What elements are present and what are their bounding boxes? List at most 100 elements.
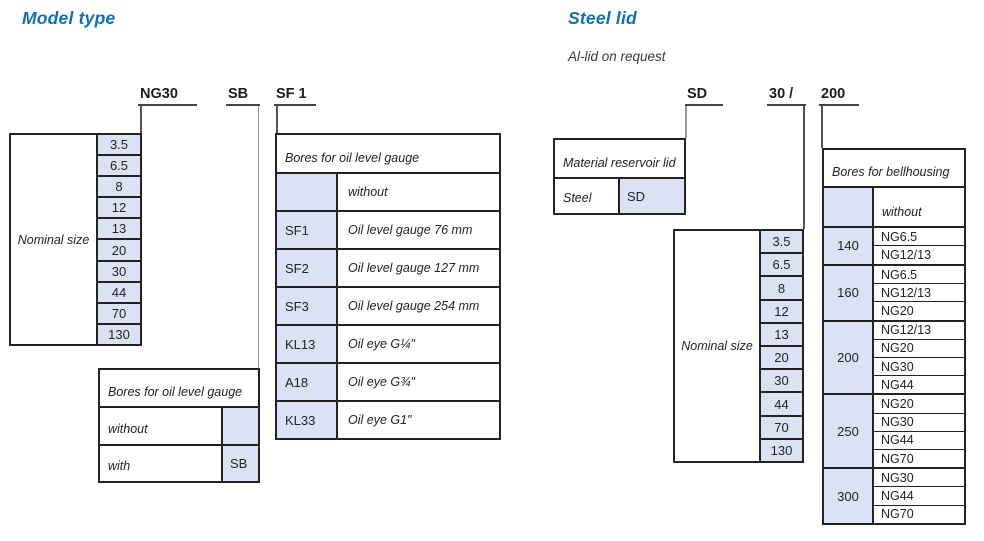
row-code: KL13 (277, 326, 338, 362)
table-row: Steel SD (555, 177, 684, 213)
table-row: KL33 Oil eye G1" (277, 400, 499, 438)
oil-gauge-bores-table: Bores for oil level gauge without with S… (98, 368, 260, 483)
code-label-sf1: SF 1 (274, 86, 316, 106)
nominal-size-value: 20 (761, 345, 802, 369)
row-description: Oil level gauge 76 mm (348, 223, 473, 237)
row-code: SF2 (277, 250, 338, 286)
bellhousing-table: Bores for bellhousing without 140 NG6.5 … (822, 148, 966, 525)
row-description: without (348, 185, 388, 199)
connector-line-200 (821, 106, 823, 148)
nominal-size-value: 70 (98, 301, 140, 323)
group-250: 250 NG20 NG30 NG44 NG70 (824, 393, 964, 468)
table-row: without (100, 406, 258, 444)
nominal-size-value: 130 (98, 322, 140, 344)
group-items: NG30 NG44 NG70 (874, 469, 964, 523)
bellhousing-item: NG6.5 (881, 229, 918, 244)
code-label-200: 200 (819, 86, 859, 106)
bellhousing-item: NG44 (874, 375, 964, 393)
row-description: Oil eye G1" (348, 413, 412, 427)
group-size-cell (824, 188, 874, 226)
group-160: 160 NG6.5 NG12/13 NG20 (824, 263, 964, 320)
row-label: Steel (563, 191, 592, 205)
row-code: KL33 (277, 402, 338, 438)
table-row: A18 Oil eye G¾" (277, 362, 499, 400)
row-code: SF1 (277, 212, 338, 248)
nominal-size-value: 12 (98, 196, 140, 218)
bellhousing-item: NG70 (874, 449, 964, 467)
nominal-size-label: Nominal size (11, 135, 98, 344)
row-description: Oil eye G¾" (348, 375, 415, 389)
group-300: 300 NG30 NG44 NG70 (824, 467, 964, 523)
group-200: 200 NG12/13 NG20 NG30 NG44 (824, 319, 964, 394)
oil-gauge-types-table: Bores for oil level gauge without SF1 Oi… (275, 133, 501, 440)
row-description: Oil eye G¼" (348, 337, 415, 351)
nominal-size-value: 70 (761, 414, 802, 438)
nominal-size-value: 13 (761, 321, 802, 346)
nominal-size-value: 13 (98, 217, 140, 239)
group-items: NG12/13 NG20 NG30 NG44 (874, 322, 964, 394)
bellhousing-item: NG30 (874, 357, 964, 375)
bellhousing-groups: 140 NG6.5 NG12/13 160 NG6.5 NG12/13 NG20… (824, 226, 964, 523)
bellhousing-item: NG44 (874, 486, 964, 504)
nominal-size-table-model: Nominal size 3.5 6.5 8 12 13 20 30 44 70… (9, 133, 142, 346)
table-header: Bores for bellhousing (832, 165, 950, 179)
group-size-cell: 250 (824, 395, 874, 468)
table-row: SF2 Oil level gauge 127 mm (277, 248, 499, 286)
nominal-size-value: 6.5 (98, 154, 140, 176)
group-items: NG20 NG30 NG44 NG70 (874, 395, 964, 467)
nominal-size-value: 130 (761, 437, 802, 462)
bellhousing-item: NG12/13 (874, 245, 964, 263)
group-size-cell: 160 (824, 265, 874, 320)
code-label-sd: SD (685, 86, 723, 106)
table-header: Bores for oil level gauge (285, 151, 420, 165)
connector-line-sd (685, 106, 687, 138)
nominal-size-label: Nominal size (675, 231, 761, 461)
nominal-size-value: 20 (98, 238, 140, 260)
code-label-sb: SB (226, 86, 260, 106)
bellhousing-item: NG20 (874, 338, 964, 357)
group-items: NG6.5 NG12/13 (874, 228, 964, 264)
row-code: SD (618, 179, 684, 213)
row-description: Oil level gauge 127 mm (348, 261, 480, 275)
group-140: 140 NG6.5 NG12/13 (824, 226, 964, 264)
group-size-cell: 140 (824, 228, 874, 264)
row-code: SB (221, 445, 258, 481)
bellhousing-item: NG44 (874, 430, 964, 449)
table-row: SF1 Oil level gauge 76 mm (277, 210, 499, 248)
nominal-size-value: 44 (98, 280, 140, 302)
nominal-size-values: 3.5 6.5 8 12 13 20 30 44 70 130 (98, 135, 140, 344)
bellhousing-item: NG12/13 (881, 323, 932, 338)
nominal-size-value: 6.5 (761, 252, 802, 276)
nominal-size-value: 3.5 (761, 231, 802, 253)
row-code (221, 408, 258, 444)
connector-line-sb (257, 106, 259, 368)
nominal-size-table-lid: Nominal size 3.5 6.5 8 12 13 20 30 44 70… (673, 229, 804, 463)
row-label: without (108, 421, 148, 436)
bellhousing-item: NG20 (881, 397, 914, 412)
table-row: SF3 Oil level gauge 254 mm (277, 286, 499, 324)
nominal-size-value: 12 (761, 298, 802, 322)
row-label: without (882, 205, 922, 219)
nominal-size-value: 8 (761, 275, 802, 299)
bellhousing-item: NG6.5 (881, 267, 918, 282)
row-code: SF3 (277, 288, 338, 324)
table-row: KL13 Oil eye G¼" (277, 324, 499, 362)
table-row: without (824, 186, 964, 226)
table-header: Material reservoir lid (563, 156, 676, 170)
nominal-size-value: 8 (98, 175, 140, 197)
code-label-ng30: NG30 (138, 86, 197, 106)
table-row: without (277, 172, 499, 210)
row-description: Oil level gauge 254 mm (348, 299, 480, 313)
section-title-model-type: Model type (22, 8, 116, 28)
connector-line-sf1 (276, 106, 278, 133)
row-code (277, 174, 338, 210)
nominal-size-value: 30 (98, 259, 140, 281)
group-items: NG6.5 NG12/13 NG20 (874, 266, 964, 320)
connector-line-ng30 (140, 106, 142, 133)
section-subtitle: Al-lid on request (568, 49, 666, 64)
bellhousing-item: NG20 (874, 301, 964, 319)
row-code: A18 (277, 364, 338, 400)
bellhousing-item: NG30 (881, 470, 914, 485)
group-size-cell: 300 (824, 469, 874, 523)
